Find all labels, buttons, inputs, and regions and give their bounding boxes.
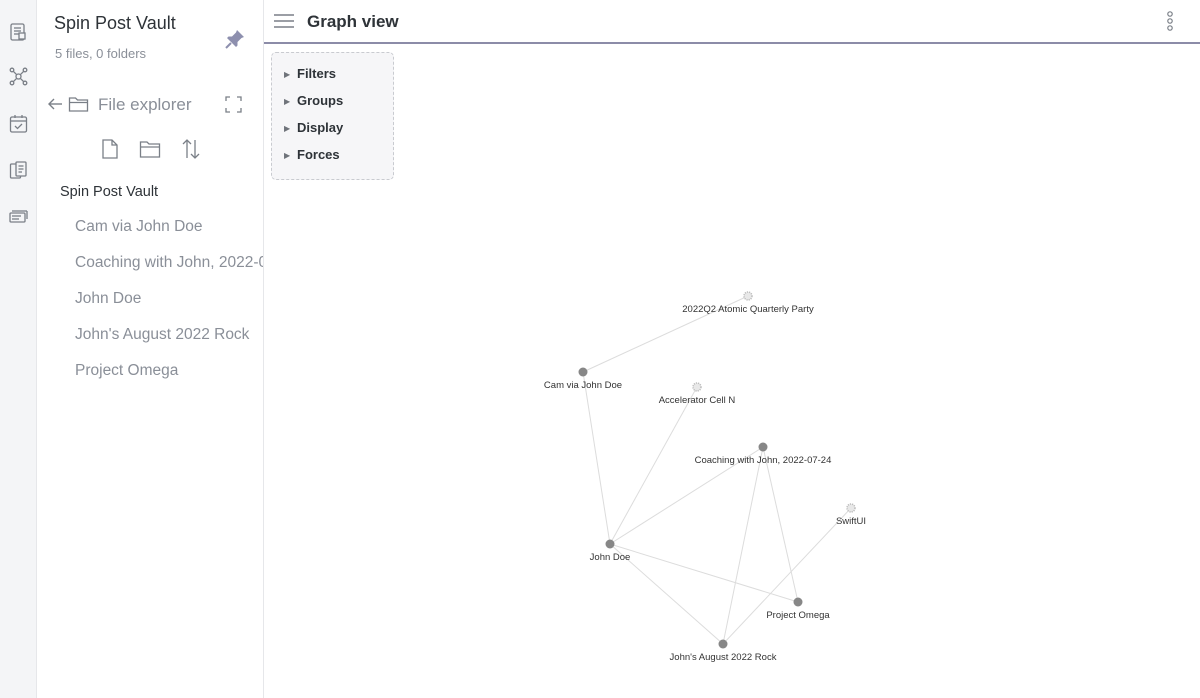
graph-controls-panel: ▶Filters ▶Groups ▶Display ▶Forces <box>271 52 394 180</box>
new-note-icon[interactable] <box>99 138 121 160</box>
file-item[interactable]: Project Omega <box>75 362 179 379</box>
graph-node-label: Accelerator Cell N <box>659 395 736 406</box>
caret-right-icon: ▶ <box>284 151 291 160</box>
cards-icon[interactable] <box>8 206 29 227</box>
graph-icon[interactable] <box>8 66 29 87</box>
forces-section[interactable]: ▶Forces <box>284 147 340 162</box>
vault-root-folder[interactable]: Spin Post Vault <box>60 184 159 200</box>
graph-edge <box>582 295 749 373</box>
sort-icon[interactable] <box>180 138 202 160</box>
graph-edge <box>609 543 799 603</box>
caret-right-icon: ▶ <box>284 97 291 106</box>
more-options-icon[interactable] <box>1164 10 1176 32</box>
caret-right-icon: ▶ <box>284 124 291 133</box>
graph-node-dot[interactable] <box>743 291 753 301</box>
file-item[interactable]: Coaching with John, 2022-07-24 <box>75 254 263 271</box>
vault-name[interactable]: Spin Post Vault <box>54 13 176 33</box>
view-title: Graph view <box>307 12 399 31</box>
document-outline-icon[interactable] <box>8 22 29 43</box>
graph-edge <box>609 543 724 645</box>
graph-node-label: John's August 2022 Rock <box>670 652 777 663</box>
file-explorer-title: File explorer <box>98 95 192 114</box>
calendar-check-icon[interactable] <box>8 113 29 134</box>
display-section[interactable]: ▶Display <box>284 120 344 135</box>
graph-node-label: John Doe <box>590 552 631 563</box>
graph-edge <box>722 446 764 645</box>
view-header: Graph view <box>264 0 1200 44</box>
graph-edge <box>722 507 852 645</box>
graph-node-dot[interactable] <box>692 382 702 392</box>
file-item[interactable]: Cam via John Doe <box>75 218 203 235</box>
vault-stats: 5 files, 0 folders <box>55 46 147 61</box>
graph-edge <box>582 371 611 545</box>
folder-icon <box>68 95 89 113</box>
graph-node-label: Project Omega <box>766 610 830 621</box>
graph-node[interactable]: SwiftUI <box>836 503 866 527</box>
graph-edge <box>762 446 799 603</box>
graph-view-pane: Graph view 2022Q2 Atomic Quarterly Party… <box>264 0 1200 698</box>
pin-icon[interactable] <box>224 28 246 50</box>
graph-node[interactable]: Cam via John Doe <box>544 367 622 392</box>
new-folder-icon[interactable] <box>139 138 161 160</box>
caret-right-icon: ▶ <box>284 70 291 79</box>
back-arrow-icon[interactable] <box>47 95 63 113</box>
hamburger-menu-icon[interactable] <box>273 12 295 30</box>
copy-documents-icon[interactable] <box>8 160 29 181</box>
graph-node-dot[interactable] <box>718 639 728 649</box>
left-ribbon <box>0 0 37 698</box>
graph-node-dot[interactable] <box>846 503 856 513</box>
graph-node-dot[interactable] <box>758 442 768 452</box>
graph-node[interactable]: Coaching with John, 2022-07-24 <box>695 442 832 467</box>
graph-node[interactable]: 2022Q2 Atomic Quarterly Party <box>682 291 814 315</box>
file-item[interactable]: John's August 2022 Rock <box>75 326 250 343</box>
graph-node-dot[interactable] <box>793 597 803 607</box>
graph-node[interactable]: Project Omega <box>766 597 830 622</box>
groups-section[interactable]: ▶Groups <box>284 93 344 108</box>
graph-edge <box>609 386 698 545</box>
graph-node[interactable]: John Doe <box>590 539 631 564</box>
graph-node-dot[interactable] <box>605 539 615 549</box>
graph-edge <box>609 446 764 545</box>
graph-node-label: 2022Q2 Atomic Quarterly Party <box>682 304 814 315</box>
expand-icon[interactable] <box>225 96 242 113</box>
filters-section[interactable]: ▶Filters <box>284 66 337 81</box>
graph-node[interactable]: Accelerator Cell N <box>659 382 736 406</box>
graph-node-label: Coaching with John, 2022-07-24 <box>695 455 832 466</box>
graph-node-dot[interactable] <box>578 367 588 377</box>
file-sidebar: Spin Post Vault 5 files, 0 folders File … <box>37 0 264 698</box>
graph-node[interactable]: John's August 2022 Rock <box>670 639 777 664</box>
graph-node-label: SwiftUI <box>836 516 866 527</box>
file-item[interactable]: John Doe <box>75 290 142 307</box>
graph-node-label: Cam via John Doe <box>544 380 622 391</box>
